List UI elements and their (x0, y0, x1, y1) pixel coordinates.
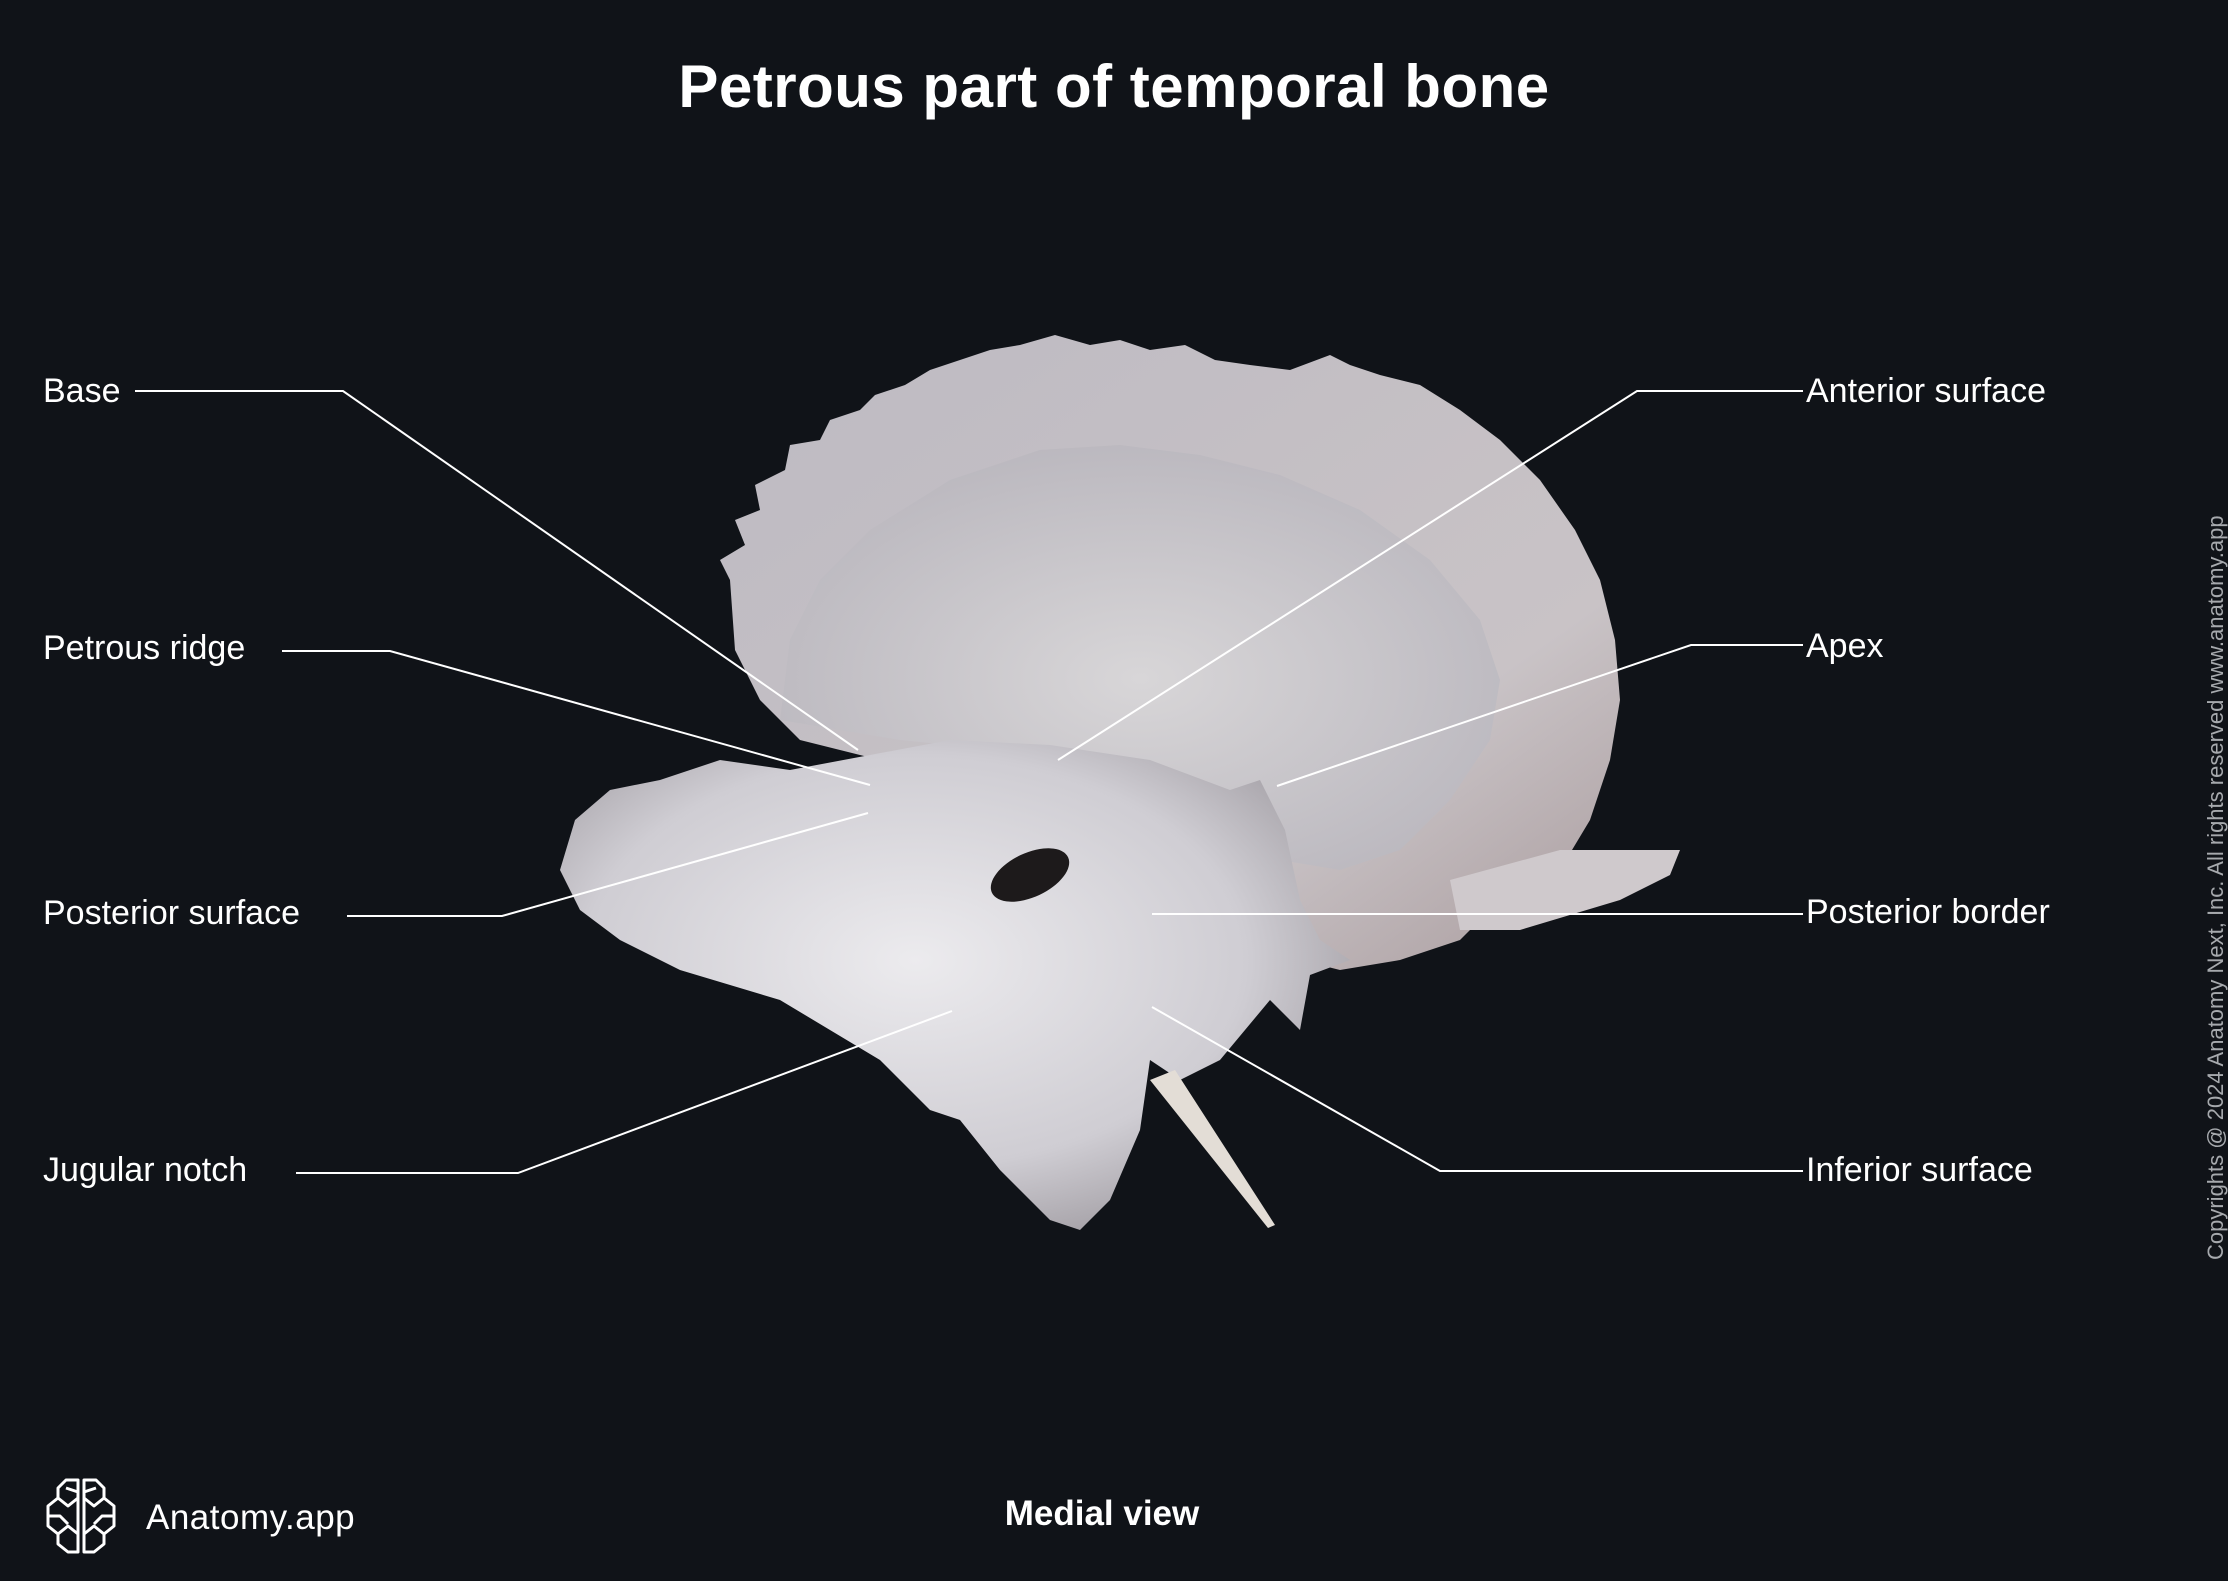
label-apex: Apex (1806, 627, 1884, 665)
brand-logo[interactable]: Anatomy.app (40, 1476, 355, 1559)
bone-petrous-body (560, 740, 1350, 1230)
label-base: Base (43, 372, 121, 410)
bone-right-projection (1450, 850, 1680, 930)
leader-line-inferior-surface (1151, 1006, 1803, 1172)
leader-line-posterior-surface (347, 812, 869, 917)
leader-line-apex (1276, 644, 1803, 787)
label-anterior-surface: Anterior surface (1806, 372, 2046, 410)
leader-line-jugular-notch (296, 1010, 953, 1174)
copyright-text: Copyrights @ 2024 Anatomy Next, Inc. All… (2203, 515, 2228, 1260)
view-label: Medial view (1004, 1494, 1200, 1533)
label-posterior-border: Posterior border (1806, 893, 2050, 931)
brain-logo-icon (40, 1476, 122, 1559)
label-jugular-notch: Jugular notch (43, 1151, 248, 1189)
label-inferior-surface: Inferior surface (1806, 1151, 2033, 1189)
leader-line-petrous-ridge (282, 650, 871, 786)
leader-line-base (135, 390, 859, 751)
page-title: Petrous part of temporal bone (678, 53, 1550, 120)
label-posterior-surface: Posterior surface (43, 894, 300, 932)
bone-inner-surface (780, 445, 1500, 870)
internal-acoustic-opening (990, 848, 1070, 902)
brand-name: Anatomy.app (146, 1497, 356, 1537)
label-petrous-ridge: Petrous ridge (43, 629, 246, 667)
leader-line-anterior-surface (1057, 390, 1803, 761)
bone-styloid-process (1150, 1070, 1275, 1228)
